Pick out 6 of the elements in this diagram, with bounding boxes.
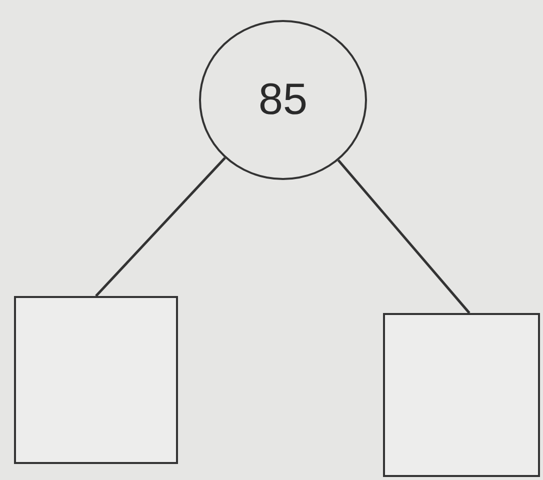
empty-box	[14, 296, 178, 464]
connector-line	[95, 157, 226, 297]
connector-line	[337, 159, 470, 314]
empty-box	[383, 313, 540, 477]
number-circle	[199, 20, 367, 180]
number-label: 85	[258, 75, 308, 125]
